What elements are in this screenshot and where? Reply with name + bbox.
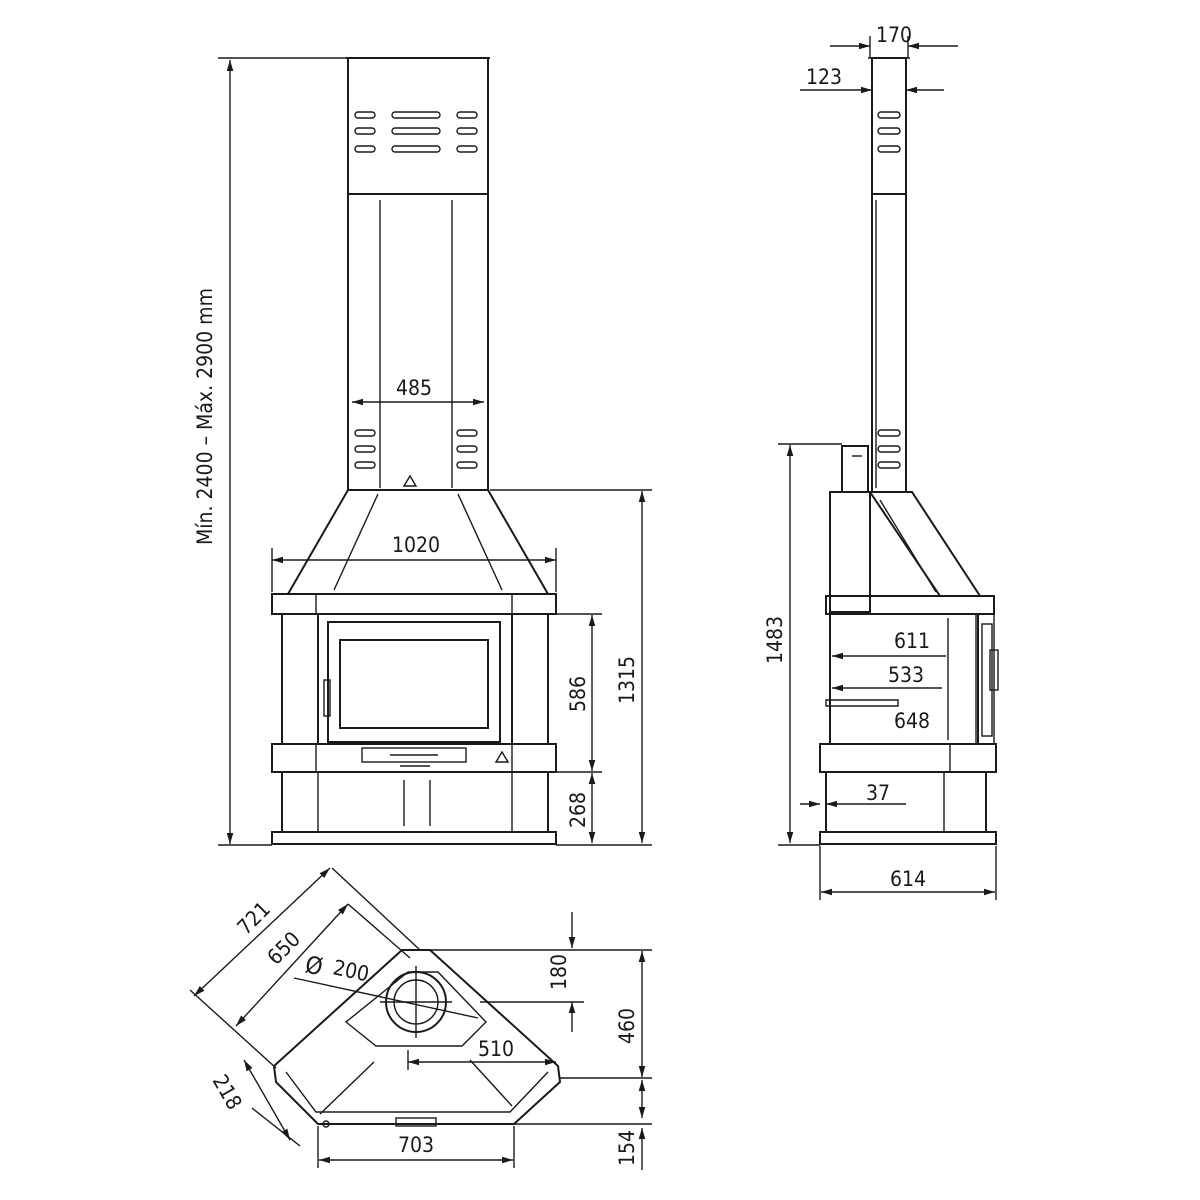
side-height-label: 1483	[763, 616, 787, 664]
side-depth-b-label: 533	[888, 663, 924, 687]
front-total-height-label: 1315	[615, 656, 639, 704]
plan-offset-top-label: 180	[547, 954, 571, 990]
plan-view	[189, 867, 652, 1170]
vent-slots-lower	[354, 429, 478, 469]
plan-diag-outer-label: 721	[233, 897, 275, 939]
plan-corner-label: 218	[208, 1071, 247, 1114]
plan-front-depth-label: 154	[615, 1130, 639, 1166]
plan-flue-diameter-symbol: Ø	[303, 950, 325, 981]
vent-slots-upper	[354, 111, 478, 153]
side-depth-a-label: 611	[894, 629, 930, 653]
side-view	[778, 36, 999, 900]
front-door-height-label: 586	[566, 676, 590, 712]
side-flue-inner-label: 123	[806, 65, 842, 89]
plan-flue-offset-label: 510	[478, 1037, 514, 1061]
front-chimney-width-label: 485	[396, 376, 432, 400]
front-view	[218, 57, 652, 846]
plan-flue-diameter-label: 200	[331, 955, 371, 986]
front-hood-width-label: 1020	[392, 533, 440, 557]
side-flue-outer-label: 170	[876, 23, 912, 47]
side-offset-label: 37	[866, 781, 890, 805]
plan-diag-inner-label: 650	[263, 927, 305, 969]
side-vent-slots	[877, 111, 901, 469]
side-total-depth-label: 614	[890, 867, 926, 891]
plan-front-width-label: 703	[398, 1133, 434, 1157]
front-base-height-label: 268	[566, 792, 590, 828]
side-depth-c-label: 648	[894, 709, 930, 733]
plan-depth-label: 460	[615, 1008, 639, 1044]
front-height-range-label: Mín. 2400 – Máx. 2900 mm	[193, 288, 217, 545]
